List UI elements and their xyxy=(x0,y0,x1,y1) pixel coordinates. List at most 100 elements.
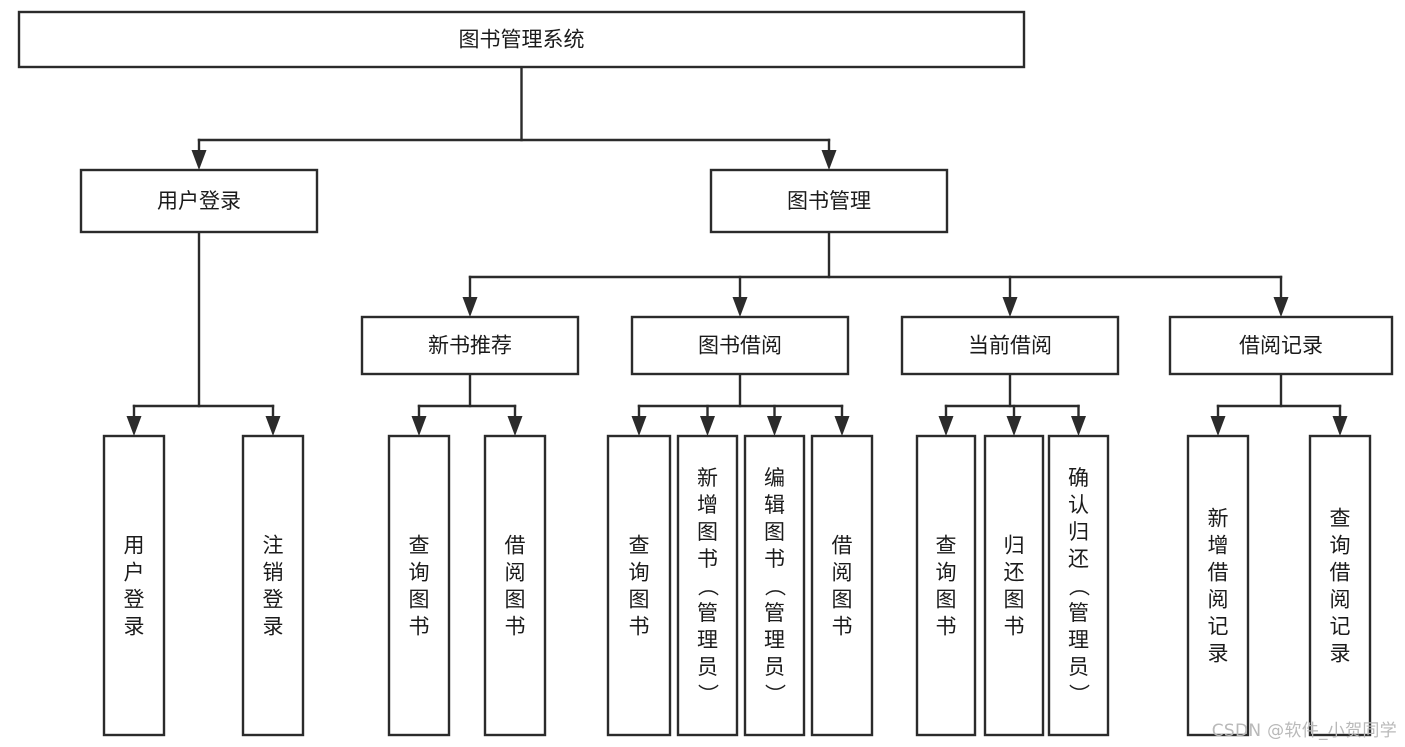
svg-text:录: 录 xyxy=(1330,642,1351,666)
arrow-head-icon xyxy=(938,416,954,436)
svg-text:录: 录 xyxy=(1208,642,1229,666)
svg-text:归: 归 xyxy=(1004,534,1025,558)
svg-text:还: 还 xyxy=(1004,561,1025,585)
arrow-head-icon xyxy=(1002,297,1018,317)
svg-text:图: 图 xyxy=(832,588,853,612)
level3-node-当前借阅[interactable]: 当前借阅 xyxy=(900,315,1120,376)
svg-text:询: 询 xyxy=(936,561,957,585)
svg-text:图: 图 xyxy=(697,520,718,544)
svg-text:确: 确 xyxy=(1068,466,1089,490)
node-box xyxy=(1168,315,1394,376)
svg-text:借: 借 xyxy=(505,534,526,558)
node-box xyxy=(17,10,1026,69)
svg-text:图: 图 xyxy=(629,588,650,612)
svg-text:理: 理 xyxy=(764,628,785,652)
svg-text:书: 书 xyxy=(697,547,718,571)
connector-lines-layer xyxy=(126,65,1348,436)
svg-text:管: 管 xyxy=(764,601,785,625)
svg-text:（: （ xyxy=(696,576,720,597)
node-label: 图书借阅 xyxy=(698,334,782,358)
svg-text:认: 认 xyxy=(1068,493,1089,517)
level2-node-用户登录[interactable]: 用户登录 xyxy=(79,168,319,234)
svg-text:录: 录 xyxy=(263,615,284,639)
svg-text:记: 记 xyxy=(1330,615,1351,639)
svg-text:）: ） xyxy=(763,684,787,705)
arrow-head-icon xyxy=(1071,416,1086,436)
svg-text:理: 理 xyxy=(1068,628,1089,652)
arrow-head-icon xyxy=(1273,297,1289,317)
node-box xyxy=(900,315,1120,376)
svg-text:增: 增 xyxy=(1208,534,1229,558)
level3-node-图书借阅[interactable]: 图书借阅 xyxy=(630,315,850,376)
svg-text:借: 借 xyxy=(832,534,853,558)
node-label: 新书推荐 xyxy=(428,334,512,358)
level3-node-借阅记录[interactable]: 借阅记录 xyxy=(1168,315,1394,376)
arrow-head-icon xyxy=(732,297,748,317)
node-label: 图书管理 xyxy=(787,189,871,213)
svg-text:借: 借 xyxy=(1330,561,1351,585)
svg-text:新: 新 xyxy=(1208,507,1229,531)
root-node-图书管理系统[interactable]: 图书管理系统 xyxy=(17,10,1026,69)
arrow-head-icon xyxy=(191,150,207,170)
svg-text:书: 书 xyxy=(832,615,853,639)
arrow-head-icon xyxy=(767,416,782,436)
level2-node-图书管理[interactable]: 图书管理 xyxy=(709,168,949,234)
svg-text:用: 用 xyxy=(124,534,145,558)
node-box xyxy=(630,315,850,376)
svg-text:阅: 阅 xyxy=(1208,588,1229,612)
node-box xyxy=(606,434,672,737)
svg-text:员: 员 xyxy=(764,655,785,679)
svg-text:管: 管 xyxy=(697,601,718,625)
svg-text:）: ） xyxy=(696,684,720,705)
svg-text:编: 编 xyxy=(764,466,785,490)
svg-text:询: 询 xyxy=(409,561,430,585)
svg-text:书: 书 xyxy=(629,615,650,639)
svg-text:记: 记 xyxy=(1208,615,1229,639)
node-label: 用户登录 xyxy=(124,534,145,639)
svg-text:还: 还 xyxy=(1068,547,1089,571)
svg-text:书: 书 xyxy=(764,547,785,571)
level3-node-新书推荐[interactable]: 新书推荐 xyxy=(360,315,580,376)
svg-text:书: 书 xyxy=(936,615,957,639)
node-box xyxy=(360,315,580,376)
svg-text:登: 登 xyxy=(263,588,284,612)
node-box xyxy=(983,434,1045,737)
svg-text:员: 员 xyxy=(1068,655,1089,679)
svg-text:阅: 阅 xyxy=(832,561,853,585)
svg-text:借: 借 xyxy=(1208,561,1229,585)
svg-text:辑: 辑 xyxy=(764,493,785,517)
node-box xyxy=(1186,434,1250,737)
svg-text:增: 增 xyxy=(697,493,718,517)
node-box xyxy=(915,434,977,737)
svg-text:查: 查 xyxy=(409,534,430,558)
svg-text:查: 查 xyxy=(936,534,957,558)
svg-text:图: 图 xyxy=(505,588,526,612)
node-box xyxy=(743,434,806,737)
svg-text:录: 录 xyxy=(124,615,145,639)
svg-text:询: 询 xyxy=(1330,534,1351,558)
svg-text:管: 管 xyxy=(1068,601,1089,625)
svg-text:理: 理 xyxy=(697,628,718,652)
node-box xyxy=(79,168,319,234)
svg-text:销: 销 xyxy=(263,561,284,585)
leaf-node-用户登录[interactable]: 用户登录 xyxy=(102,434,166,737)
